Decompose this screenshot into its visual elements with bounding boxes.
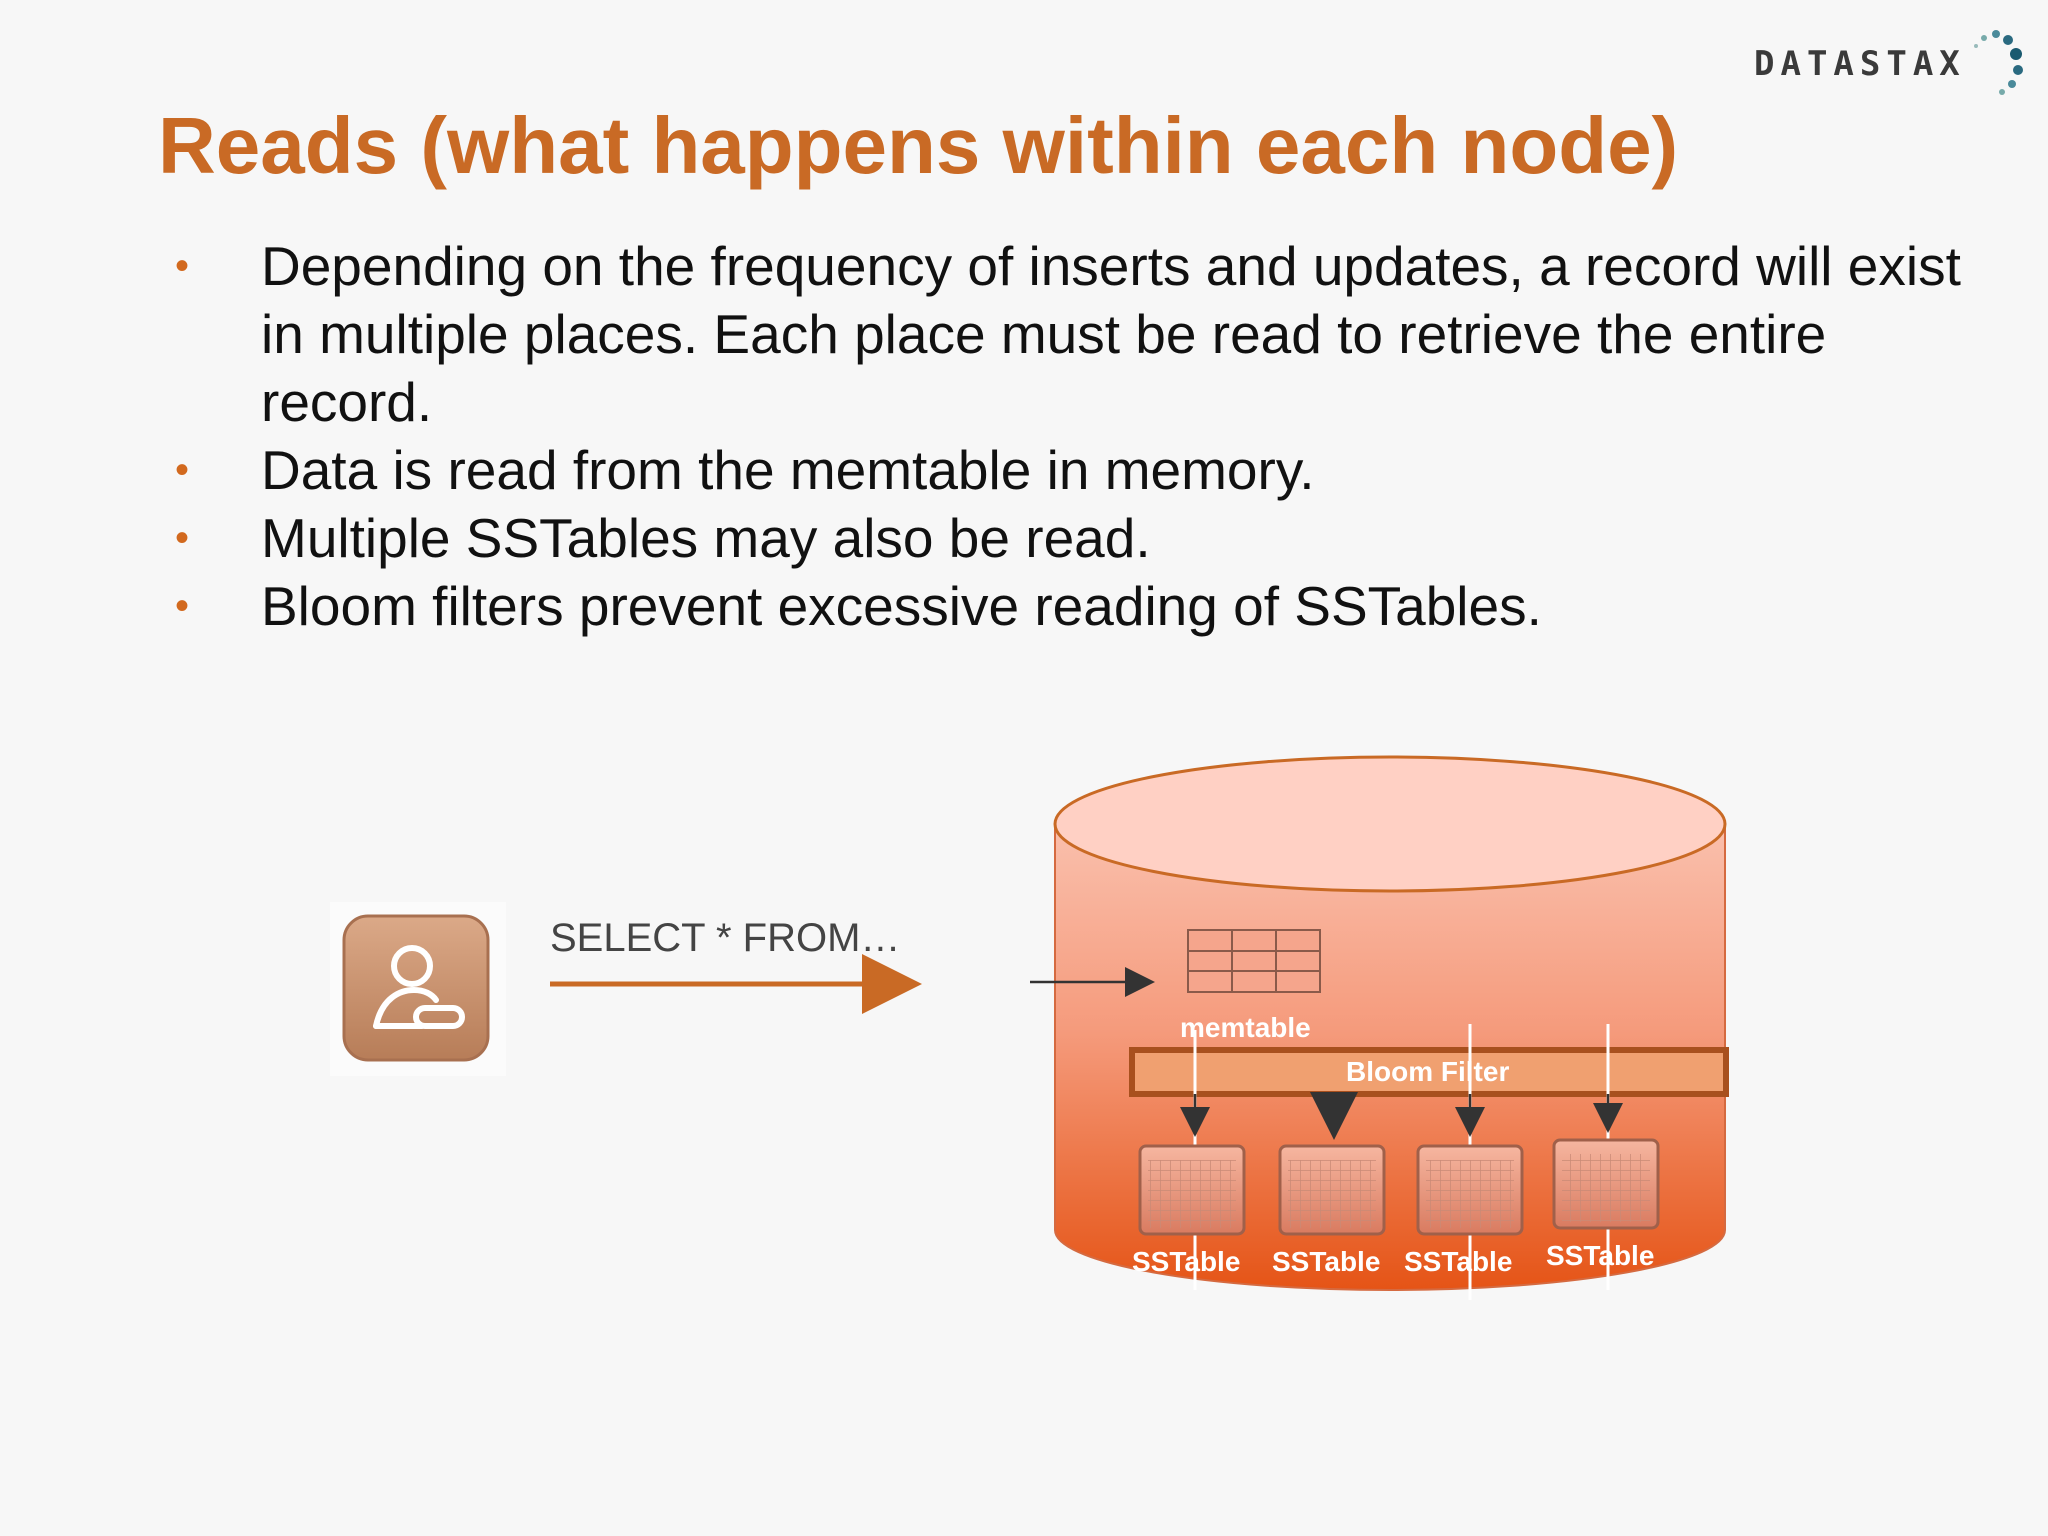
sstable-label: SSTable [1546, 1240, 1655, 1271]
bullet-item: • Multiple SSTables may also be read. [170, 504, 1990, 572]
bloom-filter-label: Bloom Filter [1346, 1056, 1510, 1087]
bullet-list: • Depending on the frequency of inserts … [170, 232, 1990, 640]
sstable-icon [1278, 1144, 1386, 1236]
sstable-label: SSTable [1272, 1246, 1381, 1277]
bullet-text: Data is read from the memtable in memory… [261, 439, 1315, 501]
datastax-dots-logo-icon [1974, 30, 2023, 95]
bullet-marker: • [175, 516, 190, 560]
bloom-filter-bar [1129, 1047, 1729, 1097]
bullet-item: • Data is read from the memtable in memo… [170, 436, 1990, 504]
user-icon [330, 902, 506, 1076]
slide-title: Reads (what happens within each node) [158, 101, 1679, 190]
bullet-marker: • [175, 448, 190, 492]
sstable-label: SSTable [1404, 1246, 1513, 1277]
logo-text: DATASTAX [1754, 44, 1966, 84]
sstable-icon [1138, 1144, 1246, 1236]
bullet-item: • Depending on the frequency of inserts … [170, 232, 1990, 436]
bullet-text: Bloom filters prevent excessive reading … [261, 575, 1542, 637]
database-cylinder-top [1053, 755, 1727, 893]
bullet-marker: • [175, 244, 190, 288]
bullet-marker: • [175, 584, 190, 628]
bullet-item: • Bloom filters prevent excessive readin… [170, 572, 1990, 640]
datastax-logo: DATASTAX [1754, 30, 2024, 96]
bullet-text: Depending on the frequency of inserts an… [261, 235, 1961, 433]
memtable-label: memtable [1180, 1012, 1311, 1043]
sstable-icon [1416, 1144, 1524, 1236]
memtable-grid-icon [1187, 929, 1321, 993]
query-label: SELECT * FROM… [550, 916, 901, 960]
sstable-icon [1552, 1138, 1660, 1230]
sstable-label: SSTable [1132, 1246, 1241, 1277]
bullet-text: Multiple SSTables may also be read. [261, 507, 1151, 569]
